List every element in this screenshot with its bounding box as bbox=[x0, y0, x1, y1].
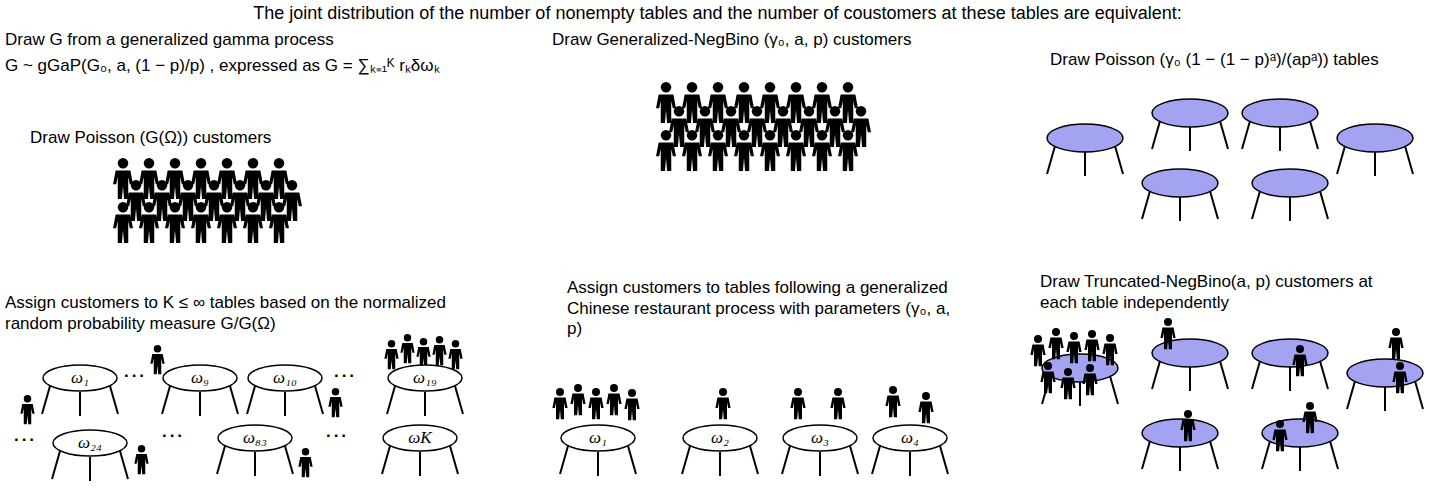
poisson-tables bbox=[1047, 99, 1413, 221]
table-node: ω₂ bbox=[682, 424, 758, 452]
table-customers bbox=[1030, 318, 1407, 451]
step-text: Draw Poisson (G(Ω)) customers bbox=[30, 128, 271, 149]
table-ellipse bbox=[163, 365, 237, 391]
table-ellipse bbox=[53, 430, 127, 456]
table-label: ω₁₀ bbox=[273, 368, 297, 388]
step-text: Assign customers to tables following a g… bbox=[567, 278, 952, 340]
seated-customers bbox=[20, 334, 933, 477]
table-ellipse bbox=[683, 425, 757, 451]
table-label: ω₁₉ bbox=[413, 368, 437, 388]
page-title: The joint distribution of the number of … bbox=[0, 3, 1435, 24]
table-node: ω₂₄ bbox=[52, 429, 128, 457]
customer-crowd bbox=[656, 82, 871, 171]
table-ellipse bbox=[873, 425, 947, 451]
table-node: ω₁₉ bbox=[387, 364, 463, 392]
table-ellipse bbox=[383, 425, 457, 451]
table-node: ωK bbox=[382, 424, 458, 452]
table-label: ω₄ bbox=[901, 428, 919, 448]
table-node: ω₄ bbox=[872, 424, 948, 452]
table-ellipse bbox=[43, 365, 117, 391]
ellipsis: ··· bbox=[14, 430, 37, 451]
table-label: ω₁ bbox=[589, 428, 607, 448]
step-text: Assign customers to K ≤ ∞ tables based o… bbox=[5, 293, 455, 334]
step-text: Draw Truncated-NegBino(a, p) customers a… bbox=[1040, 272, 1400, 313]
table-label: ω₃ bbox=[811, 428, 829, 448]
table-node: ω₉ bbox=[162, 364, 238, 392]
table-node: ω₁ bbox=[560, 424, 636, 452]
table-label: ω₁ bbox=[71, 368, 89, 388]
table-node: ω₃ bbox=[782, 424, 858, 452]
table-label: ω₈₃ bbox=[243, 428, 267, 448]
occupied-tables bbox=[1042, 339, 1423, 471]
table-ellipse bbox=[218, 425, 292, 451]
table-ellipse bbox=[388, 365, 462, 391]
ellipsis: ··· bbox=[124, 366, 147, 387]
table-ellipse bbox=[561, 425, 635, 451]
table-node: ω₁₀ bbox=[247, 364, 323, 392]
customer-crowd bbox=[113, 158, 302, 243]
ellipsis: ··· bbox=[326, 426, 349, 447]
table-label: ωK bbox=[408, 428, 431, 448]
table-node: ω₁ bbox=[42, 364, 118, 392]
step-text: Draw Poisson (γ₀ (1 − (1 − p)ᵃ)/(apᵃ)) t… bbox=[1050, 50, 1379, 71]
table-ellipse bbox=[783, 425, 857, 451]
table-legs bbox=[42, 386, 948, 481]
table-label: ω₉ bbox=[191, 368, 209, 388]
formula-text: G ~ gGaP(G₀, a, (1 − p)/p) , expressed a… bbox=[5, 56, 440, 77]
table-label: ω₂ bbox=[711, 428, 729, 448]
table-node: ω₈₃ bbox=[217, 424, 293, 452]
table-ellipse bbox=[248, 365, 322, 391]
ellipsis: ··· bbox=[334, 366, 357, 387]
table-label: ω₂₄ bbox=[78, 433, 102, 453]
step-text: Draw Generalized-NegBino (γ₀, a, p) cust… bbox=[552, 30, 911, 51]
ellipsis: ··· bbox=[162, 426, 185, 447]
step-text: Draw G from a generalized gamma process bbox=[5, 30, 334, 51]
